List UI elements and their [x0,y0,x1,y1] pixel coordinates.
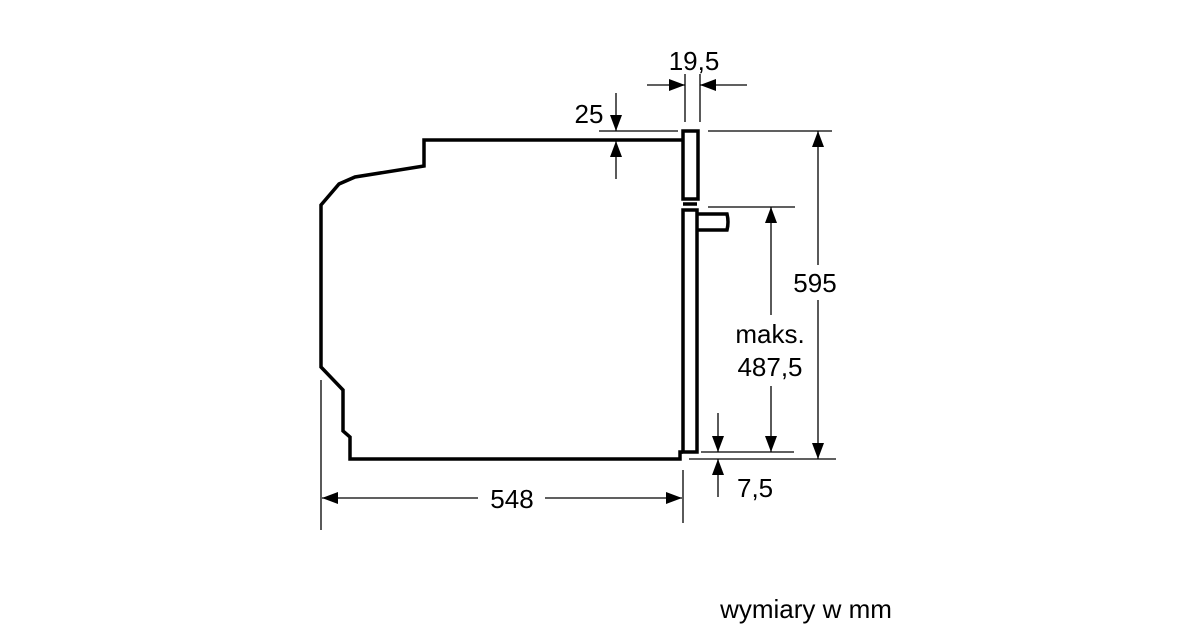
depth-dimension: 548 [320,380,684,530]
door-upper-panel [681,129,700,201]
top-gap-label: 25 [575,99,604,129]
total-height-label: 595 [793,268,836,298]
unit-note: wymiary w mm [719,594,892,624]
max-label: maks. [735,319,804,349]
top-gap-dimension: 25 [575,93,678,179]
door-lower-panel [681,202,699,454]
depth-label: 548 [490,484,533,514]
door-thickness-dimension: 19,5 [647,46,747,122]
door-thickness-label: 19,5 [669,46,720,76]
oven-body-outline [319,138,683,461]
bottom-gap-label: 7,5 [737,473,773,503]
max-height-label: 487,5 [737,352,802,382]
bottom-gap-dimension: 7,5 [712,413,773,503]
max-height-dimension: maks. 487,5 [701,206,805,453]
total-height-dimension: 595 [689,130,837,460]
door-handle [698,212,730,232]
